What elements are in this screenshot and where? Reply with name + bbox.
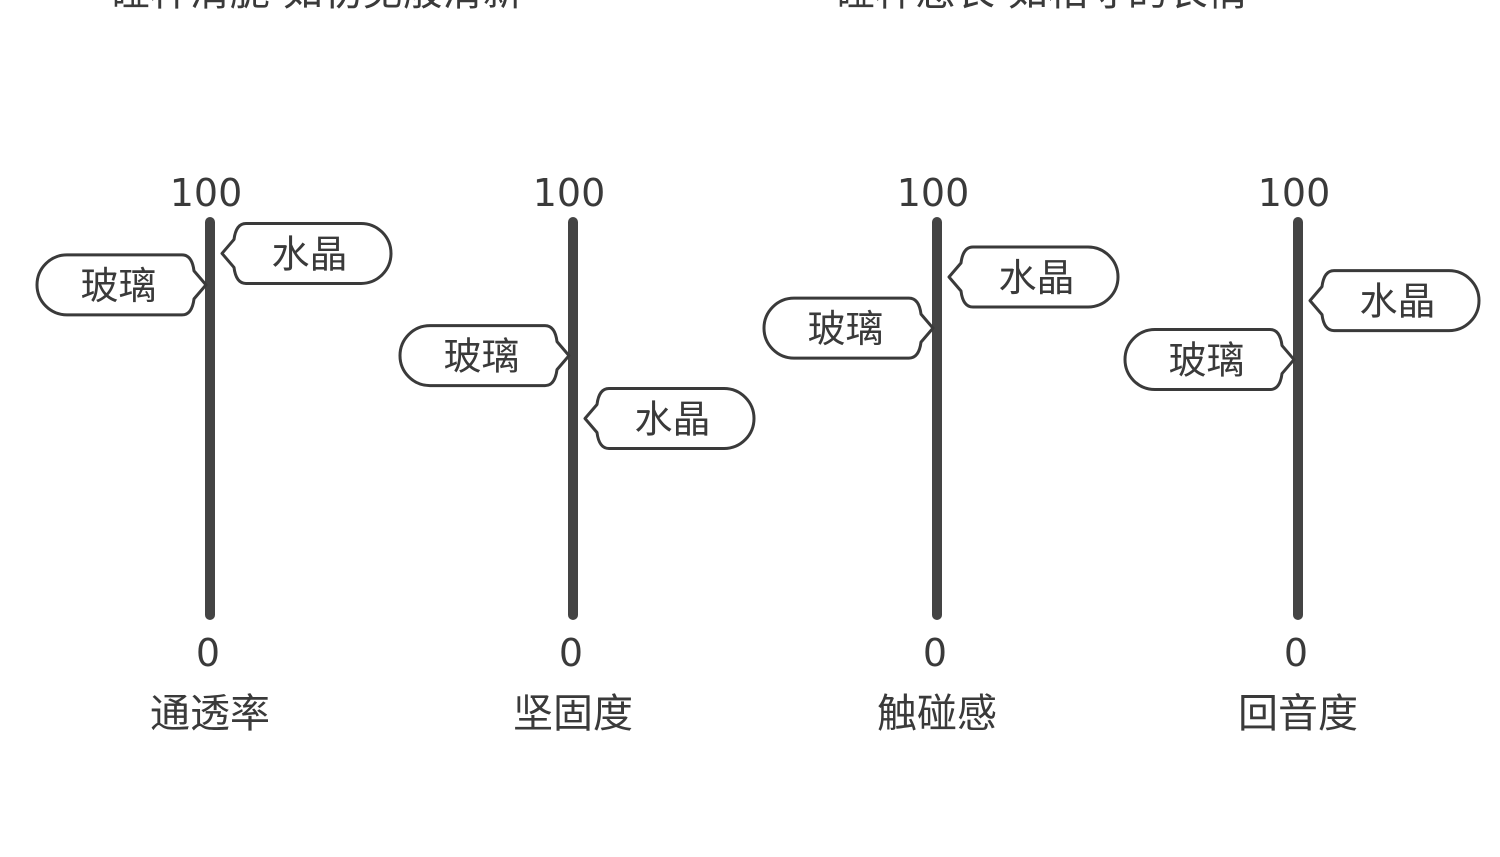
category-label: 回音度 bbox=[1238, 691, 1358, 737]
axis-min-label: 0 bbox=[559, 631, 583, 675]
bubble-marker bbox=[762, 296, 935, 360]
bubble-marker bbox=[583, 387, 756, 450]
bubble-marker bbox=[220, 221, 393, 285]
category-label: 坚固度 bbox=[513, 691, 633, 737]
bubble-marker bbox=[398, 324, 571, 388]
axis-min-label: 0 bbox=[923, 631, 947, 675]
bubble-label: 玻璃 bbox=[80, 264, 156, 308]
bubble-label: 水晶 bbox=[1359, 280, 1435, 324]
axis-max-label: 100 bbox=[533, 171, 606, 215]
bubble-label: 玻璃 bbox=[807, 307, 883, 351]
bubble-label: 玻璃 bbox=[443, 335, 519, 379]
headline-right: 碰杯悠长 如相守的长情 bbox=[835, 0, 1248, 18]
axis-max-label: 100 bbox=[170, 171, 243, 215]
axis-max-label: 100 bbox=[1258, 171, 1331, 215]
axis-min-label: 0 bbox=[196, 631, 220, 675]
axis-min-label: 0 bbox=[1284, 631, 1308, 675]
bubble-label: 玻璃 bbox=[1168, 339, 1244, 383]
bubble-marker bbox=[1123, 328, 1296, 392]
bubble-label: 水晶 bbox=[271, 232, 347, 276]
category-label: 通透率 bbox=[150, 691, 270, 737]
headline-left: 碰杯清脆 如初见般清新 bbox=[110, 0, 523, 18]
bubble-marker bbox=[35, 253, 208, 317]
category-label: 触碰感 bbox=[877, 691, 997, 737]
bubble-label: 水晶 bbox=[634, 398, 710, 442]
bubble-marker bbox=[1308, 269, 1481, 333]
axis-max-label: 100 bbox=[897, 171, 970, 215]
bubble-label: 水晶 bbox=[998, 256, 1074, 300]
bubble-marker bbox=[947, 245, 1120, 309]
